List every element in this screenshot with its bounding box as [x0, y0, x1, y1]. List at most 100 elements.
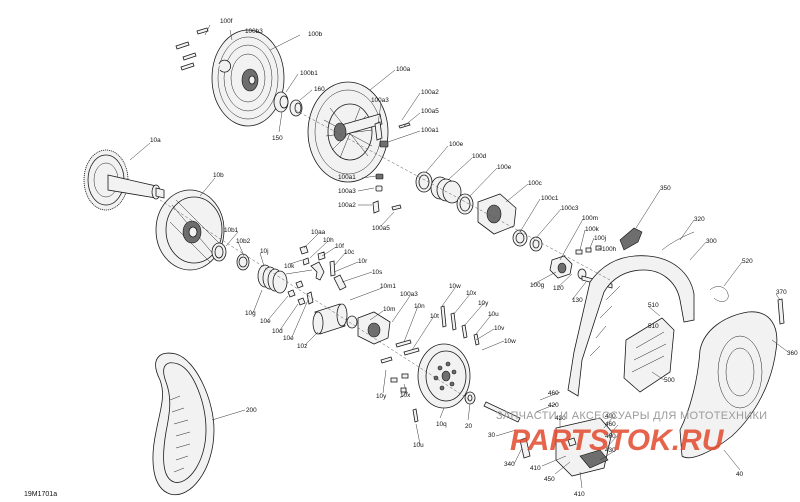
callout-label: 200 — [246, 407, 257, 414]
callout-label: 100f — [220, 18, 233, 25]
callout-label: 100a2 — [338, 202, 356, 209]
part-100f-bolts — [175, 27, 231, 73]
callout-label: 410 — [574, 491, 585, 498]
assembly-axis-drive — [159, 199, 471, 401]
part-10-bolts — [380, 305, 480, 423]
callout-label: 10z — [297, 343, 307, 350]
leader-lines — [129, 24, 789, 489]
callout-label: 100a3 — [338, 188, 356, 195]
callout-label: 130 — [572, 297, 583, 304]
callout-label: 430 — [605, 447, 616, 454]
callout-label: 370 — [776, 289, 787, 296]
part-10b-housing — [155, 189, 225, 271]
callout-label: 160 — [314, 86, 325, 93]
callout-label: 100b — [308, 31, 323, 38]
callout-label: 100e — [497, 164, 512, 171]
part-10b-rings — [211, 242, 250, 271]
part-10g-spring — [257, 264, 288, 294]
callout-label: 30 — [488, 432, 496, 439]
callout-label: 10b — [213, 172, 224, 179]
callout-label: 410 — [530, 465, 541, 472]
callout-label: 100a5 — [372, 225, 390, 232]
callout-label: 10u — [488, 311, 499, 318]
callout-label: 100a2 — [421, 89, 439, 96]
callout-label: 320 — [694, 216, 705, 223]
callout-label: 100c — [528, 180, 543, 187]
part-200-drive-belt — [152, 352, 215, 496]
callout-label: 10q — [436, 421, 447, 428]
callout-label: 10d — [272, 328, 283, 335]
part-320-cable — [661, 231, 695, 251]
callout-labels: 100f 100b3 100b 100b1 160 150 100a 100a3… — [150, 18, 798, 498]
watermark-text: ЗАПЧАСТИ И АКСЕССУАРЫ ДЛЯ МОТОТЕХНИКИ — [496, 410, 767, 422]
callout-label: 10b1 — [224, 227, 239, 234]
parts-layer — [83, 27, 785, 496]
part-10m-spider — [346, 311, 391, 345]
callout-label: 100k — [585, 226, 600, 233]
callout-label: 100g — [530, 282, 545, 289]
callout-label: 360 — [787, 350, 798, 357]
callout-label: 340 — [504, 461, 515, 468]
callout-label: 100b3 — [245, 28, 263, 35]
callout-label: 100j — [594, 235, 606, 242]
callout-label: 10aa — [311, 229, 326, 236]
part-10a-drive-sheave — [83, 149, 165, 211]
callout-label: 100a1 — [421, 127, 439, 134]
callout-label: 450 — [544, 476, 555, 483]
part-350-bracket — [619, 227, 643, 251]
callout-label: 10c — [344, 249, 355, 256]
callout-label: 10x — [466, 290, 477, 297]
figure-id: 19M1701a — [24, 491, 57, 498]
callout-label: 420 — [548, 402, 559, 409]
part-100b-fixed-sheave — [211, 29, 285, 127]
part-20-washer — [464, 391, 476, 405]
callout-label: 150 — [272, 135, 283, 142]
callout-label: 300 — [706, 238, 717, 245]
callout-label: 420 — [555, 415, 566, 422]
watermark: ЗАПЧАСТИ И АКСЕССУАРЫ ДЛЯ МОТОТЕХНИКИ PA… — [496, 410, 767, 457]
callout-label: 510 — [648, 323, 659, 330]
part-100a-movable-sheave — [307, 81, 389, 183]
callout-label: 100a1 — [338, 174, 356, 181]
callout-label: 10x — [400, 392, 411, 399]
part-500-panel — [623, 317, 675, 393]
callout-label: 460 — [605, 433, 616, 440]
callout-label: 10w — [449, 283, 461, 290]
callout-label: 10t — [430, 313, 439, 320]
callout-label: 10e — [283, 335, 294, 342]
callout-label: 100a3 — [371, 97, 389, 104]
part-100-rings-cam — [415, 171, 543, 252]
watermark-logo: PARTSTOK.RU — [510, 424, 725, 457]
callout-label: 460 — [548, 390, 559, 397]
callout-label: 100c3 — [561, 205, 579, 212]
callout-label: 10h — [323, 237, 334, 244]
callout-label: 100a5 — [421, 108, 439, 115]
callout-label: 400 — [605, 413, 616, 420]
callout-label: 460 — [605, 421, 616, 428]
callout-label: 10n — [414, 303, 425, 310]
callout-label: 10b2 — [236, 238, 251, 245]
callout-label: 10j — [260, 248, 269, 255]
callout-label: 100e — [449, 141, 464, 148]
callout-label: 100b1 — [300, 70, 318, 77]
callout-label: 10u — [413, 442, 424, 449]
callout-label: 10k — [284, 263, 295, 270]
callout-label: 10g — [245, 310, 256, 317]
callout-label: 10a — [150, 137, 161, 144]
part-100a-small-hardware — [372, 121, 411, 214]
callout-label: 100m — [582, 215, 598, 222]
part-10q-cover — [417, 343, 471, 409]
callout-label: 350 — [660, 185, 671, 192]
callout-label: 100c1 — [541, 195, 559, 202]
callout-label: 10y — [376, 393, 387, 400]
callout-label: 10m — [383, 306, 395, 313]
callout-label: 10r — [358, 258, 368, 265]
part-160-bushing — [273, 91, 303, 117]
callout-label: 500 — [664, 377, 675, 384]
callout-label: 10e — [260, 318, 271, 325]
callout-label: 10y — [478, 300, 489, 307]
callout-label: 520 — [742, 258, 753, 265]
callout-label: 20 — [465, 423, 473, 430]
callout-label: 10s — [372, 269, 382, 276]
